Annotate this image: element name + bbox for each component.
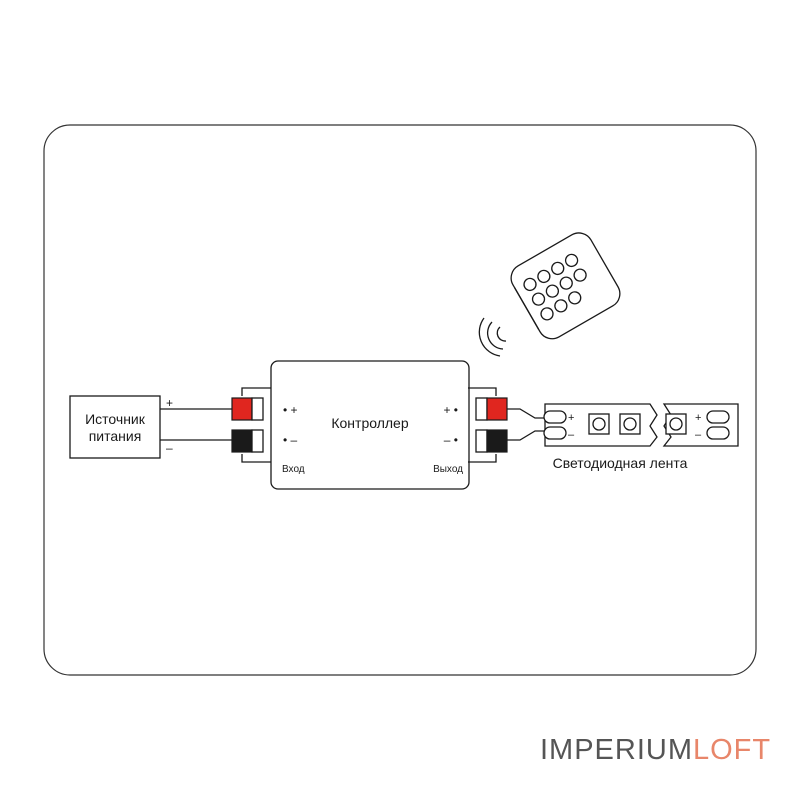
wire-negative-out bbox=[507, 430, 548, 441]
diagram-frame bbox=[43, 124, 757, 676]
controller-title: Контроллер bbox=[331, 415, 408, 431]
output-terminal-negative bbox=[486, 429, 508, 453]
remote-control-icon bbox=[510, 232, 621, 340]
output-terminal bbox=[468, 387, 508, 463]
brand-logo-part2: LOFT bbox=[693, 734, 772, 766]
brand-logo-part1: IMPERIUM bbox=[540, 734, 693, 766]
strip-left-minus: – bbox=[568, 429, 575, 441]
input-terminal-negative bbox=[231, 429, 253, 453]
power-source: Источник питания + – bbox=[69, 395, 173, 459]
led-chip bbox=[619, 413, 641, 435]
input-terminal-positive bbox=[231, 397, 253, 421]
power-source-minus: – bbox=[166, 441, 173, 455]
controller-input-label: Вход bbox=[282, 464, 305, 475]
strip-right-minus: – bbox=[695, 429, 702, 441]
controller-output-label: Выход bbox=[433, 464, 463, 475]
controller-in-minus: • – bbox=[283, 433, 298, 447]
ir-signal-icon bbox=[478, 317, 507, 357]
led-chip bbox=[665, 413, 687, 435]
controller-out-minus: – • bbox=[444, 433, 458, 447]
output-terminal-positive bbox=[486, 397, 508, 421]
wire-positive-out bbox=[507, 408, 548, 419]
led-strip: + – + – Светодиодная лента bbox=[543, 403, 739, 471]
led-strip-label: Светодиодная лента bbox=[553, 455, 688, 471]
power-source-label-line1: Источник bbox=[85, 411, 146, 427]
strip-left-plus: + bbox=[568, 412, 574, 424]
controller-in-plus: • + bbox=[283, 403, 298, 417]
controller-out-plus: + • bbox=[443, 403, 458, 417]
brand-logo: IMPERIUMLOFT bbox=[540, 734, 771, 767]
controller: Контроллер • + • – + • – • Вход Выход bbox=[270, 360, 470, 490]
input-terminal bbox=[231, 387, 272, 463]
power-source-label-line2: питания bbox=[89, 428, 142, 444]
power-source-plus: + bbox=[166, 396, 173, 410]
strip-right-plus: + bbox=[695, 412, 701, 424]
led-chip bbox=[588, 413, 610, 435]
